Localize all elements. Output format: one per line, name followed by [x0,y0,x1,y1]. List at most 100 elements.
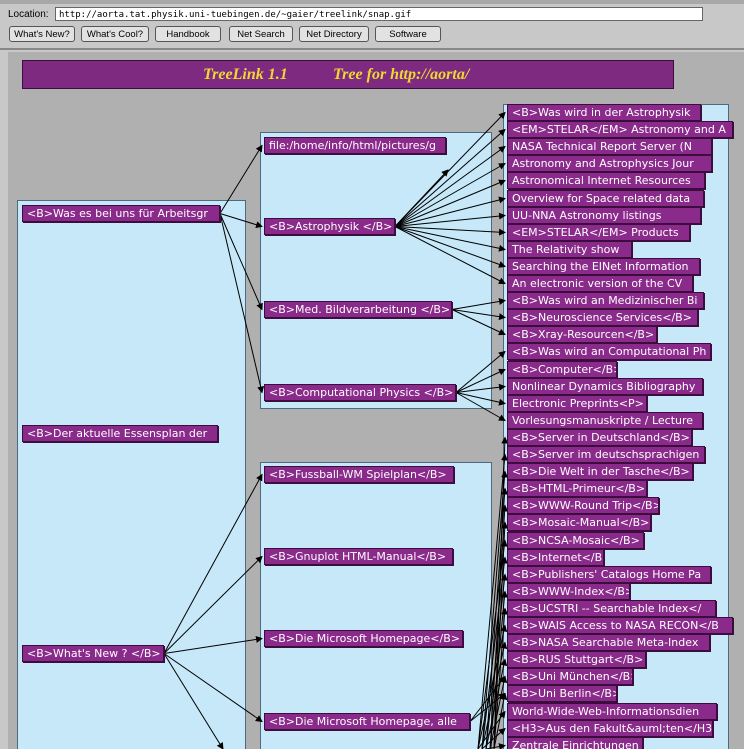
tree-node[interactable]: <B>Neuroscience Services</B> [507,309,698,326]
tree-node[interactable]: <EM>STELAR</EM> Products [507,224,690,241]
tree-node[interactable]: <B>UCSTRI -- Searchable Index</ [507,600,716,617]
link-arrow [163,653,263,723]
link-arrow [394,226,506,236]
tree-node[interactable]: <B>WWW-Round Trip</B> [507,497,659,514]
link-arrow [394,169,449,227]
tree-node[interactable]: Zentrale Einrichtungen [507,737,643,749]
tree-node[interactable]: <B>Was wird an Medizinischer Bi [507,292,704,309]
link-arrow [451,298,506,310]
link-arrow [394,212,506,227]
tree-node[interactable]: <B>Was wird an Computational Ph [507,343,711,360]
link-arrow [163,635,263,654]
link-arrow [451,309,506,336]
tree-node[interactable]: <B>WAIS Access to NASA RECON</B [507,617,733,634]
tree-node[interactable]: <B>RUS Stuttgart</B> [507,651,646,668]
link-arrow [455,350,506,393]
link-arrow [455,368,506,393]
tree-node[interactable]: <B>Der aktuelle Essensplan der [22,425,218,442]
tree-node[interactable]: UU-NNA Astronomy listings [507,207,701,224]
link-arrow [485,573,508,749]
tree-node[interactable]: <B>WWW-Index</B> [507,583,630,600]
link-arrow [219,213,263,311]
net-search-button[interactable]: Net Search [229,26,293,42]
link-arrow [481,556,508,749]
tree-node[interactable]: Nonlinear Dynamics Bibliography [507,378,703,395]
link-arrow [455,392,506,406]
tree-node[interactable]: <B>Med. Bildverarbeitung </B> [264,301,452,318]
tree-node[interactable]: <B>Astrophysik </B> [264,218,395,235]
tree-node[interactable]: <B>Computer</B> [507,361,617,378]
tree-link-arrows [163,111,509,749]
link-arrow [477,539,508,749]
tree-url-title: Tree for http://aorta/ [333,66,470,83]
link-arrow [219,144,263,214]
tree-node[interactable]: Overview for Space related data [507,190,704,207]
tree-node[interactable]: An electronic version of the CV [507,275,693,292]
tree-node[interactable]: <B>Fussball-WM Spielplan</B> [264,466,454,483]
link-arrow [219,213,265,394]
link-arrow [489,590,508,749]
handbook-button[interactable]: Handbook [155,26,221,42]
link-arrow [163,473,263,654]
software-button[interactable]: Software [375,26,441,42]
net-directory-button[interactable]: Net Directory [299,26,369,42]
link-arrow [469,675,506,722]
tree-node[interactable]: <B>Die Welt in der Tasche</B> [507,463,693,480]
tree-node[interactable]: <B>Was wird in der Astrophysik [507,104,701,121]
link-arrow [394,179,506,227]
link-arrow [163,555,263,654]
tree-node[interactable]: <B>Was es bei uns für Arbeitsgr [22,205,220,222]
treelink-title-bar: TreeLink 1.1 Tree for http://aorta/ [22,60,674,89]
tree-node[interactable]: <B>Uni München</B> [507,668,633,685]
link-arrow [394,226,506,268]
tree-node[interactable]: Astronomical Internet Resources [507,172,705,189]
tree-node[interactable]: <B>Publishers' Catalogs Home Pa [507,566,711,583]
tree-node[interactable]: <B>NASA Searchable Meta-Index [507,634,710,651]
tree-node[interactable]: World-Wide-Web-Informationsdien [507,703,717,720]
tree-node[interactable]: The Relativity show [507,241,632,258]
link-arrow [455,383,506,393]
location-bar: Location: http://aorta.tat.physik.uni-tu… [0,6,744,24]
link-arrow [394,163,506,227]
tree-node[interactable]: <B>What's New ? </B> [22,645,164,662]
tree-node[interactable]: Vorlesungsmanuskripte / Lecture [507,412,703,429]
tree-node[interactable]: <B>Xray-Resourcen</B> [507,326,657,343]
whats-new-button[interactable]: What's New? [9,26,75,42]
tree-node[interactable]: <H3>Aus den Fakult&auml;ten</H3 [507,720,713,737]
tree-node[interactable]: <B>Server in Deutschland</B> [507,429,692,446]
tree-node[interactable]: <B>Gnuplot HTML-Manual</B> [264,548,453,565]
tree-node[interactable]: <B>Die Microsoft Homepage, alle [264,713,470,730]
tree-node[interactable]: <B>NCSA-Mosaic</B> [507,532,644,549]
whats-cool-button[interactable]: What's Cool? [81,26,149,42]
link-arrow [394,196,506,227]
tree-node[interactable]: <B>Internet</B> [507,549,604,566]
link-arrow [481,727,506,749]
tree-node[interactable]: <B>Computational Physics </B> [264,384,456,401]
link-arrow [219,213,263,229]
link-arrow [394,226,506,284]
lower-middle-panel [260,462,492,749]
link-arrow [394,145,506,227]
link-arrow [489,675,508,749]
tree-node[interactable]: Astronomy and Astrophysics Jour [507,155,712,172]
tree-node[interactable]: Electronic Preprints<P> [507,395,647,412]
link-arrow [394,226,506,252]
tree-node[interactable]: <B>Server im deutschsprachigen [507,446,705,463]
tree-node[interactable]: NASA Technical Report Server (N [507,138,712,155]
tree-node[interactable]: <B>Die Microsoft Homepage</B> [264,630,463,647]
tree-node[interactable]: <EM>STELAR</EM> Astronomy and A [507,121,733,138]
tree-node[interactable]: file:/home/info/html/pictures/g [264,137,446,154]
link-arrow [455,392,506,421]
location-label: Location: [8,9,49,20]
link-arrow [451,309,506,321]
link-arrow [493,692,508,749]
location-input[interactable]: http://aorta.tat.physik.uni-tuebingen.de… [55,7,703,21]
tree-node[interactable]: <B>HTML-Primeur</B> [507,480,647,497]
tree-node[interactable]: Searching the EINet Information [507,258,700,275]
toolbar-strip [0,0,744,4]
upper-middle-panel [260,132,492,409]
tree-node[interactable]: <B>Uni Berlin</B> [507,685,617,702]
link-arrow [163,653,224,749]
tree-node[interactable]: <B>Mosaic-Manual</B> [507,514,651,531]
link-arrow [485,743,506,749]
